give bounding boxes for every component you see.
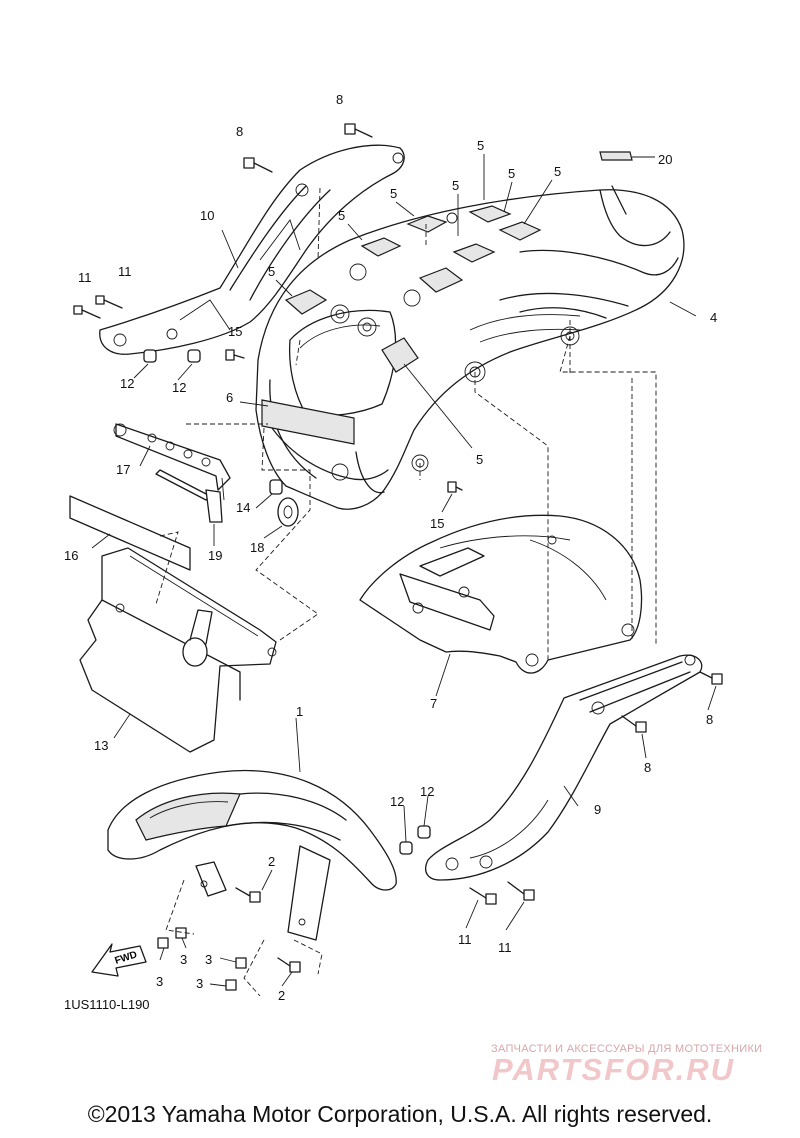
callout-6: 6 <box>226 390 233 405</box>
catalog-code: 1US1110-L190 <box>64 997 150 1012</box>
leader-lines <box>155 187 657 997</box>
callout-3: 3 <box>180 952 187 967</box>
callout-3: 3 <box>156 974 163 989</box>
callout-3: 3 <box>205 952 212 967</box>
front-fender-part-1 <box>107 769 397 891</box>
reflector-part-6 <box>261 399 355 445</box>
cable-tie-part-19 <box>155 469 223 523</box>
callout-13: 13 <box>94 738 108 753</box>
callout-16: 16 <box>64 548 78 563</box>
callout-3: 3 <box>196 976 203 991</box>
callout-11: 11 <box>78 270 92 285</box>
callout-12: 12 <box>420 784 434 799</box>
inner-fender-part-7 <box>359 514 643 674</box>
license-plate-bracket-part-13 <box>79 547 277 753</box>
callout-18: 18 <box>250 540 264 555</box>
forward-direction-arrow-icon: FWD <box>91 943 147 977</box>
callout-5: 5 <box>390 186 397 201</box>
callout-9: 9 <box>594 802 601 817</box>
bolt-part-8-lower <box>621 671 723 733</box>
callout-8: 8 <box>706 712 713 727</box>
callout-5: 5 <box>476 452 483 467</box>
collar-part-12-left <box>143 349 201 363</box>
watermark-logo: PARTSFOR.RU <box>492 1052 736 1087</box>
bolt-part-11-right <box>469 881 535 905</box>
callout-1: 1 <box>296 704 303 719</box>
bolt-part-11-left <box>73 295 123 319</box>
callout-12: 12 <box>172 380 186 395</box>
callout-5: 5 <box>452 178 459 193</box>
rear-fender-part-4 <box>255 185 685 510</box>
callout-5: 5 <box>477 138 484 153</box>
callout-2: 2 <box>278 988 285 1003</box>
nut-part-14 <box>269 479 283 495</box>
callout-numbers: 1 2 2 3 3 3 3 4 5 5 5 5 5 5 5 5 6 7 8 8 … <box>64 92 717 1003</box>
callout-4: 4 <box>710 310 717 325</box>
callout-10: 10 <box>200 208 214 223</box>
fender-stay-brackets <box>195 845 331 941</box>
callout-19: 19 <box>208 548 222 563</box>
callout-8: 8 <box>336 92 343 107</box>
callout-12: 12 <box>390 794 404 809</box>
callout-15: 15 <box>228 324 242 339</box>
callout-5: 5 <box>554 164 561 179</box>
bolt-part-2 <box>235 887 301 973</box>
callout-7: 7 <box>430 696 437 711</box>
callout-11: 11 <box>118 264 132 279</box>
callout-5: 5 <box>338 208 345 223</box>
damper-part-18 <box>277 497 299 527</box>
watermark-tagline: ЗАПЧАСТИ И АКСЕССУАРЫ ДЛЯ МОТОТЕХНИКИ <box>491 1043 763 1055</box>
label-part-20 <box>599 151 633 161</box>
callout-14: 14 <box>236 500 250 515</box>
callout-5: 5 <box>508 166 515 181</box>
callout-leaders <box>91 154 717 987</box>
callout-8: 8 <box>644 760 651 775</box>
license-bracket-part-17 <box>113 423 231 491</box>
callout-20: 20 <box>658 152 672 167</box>
collar-part-12-right <box>399 825 431 855</box>
callout-11: 11 <box>458 932 472 947</box>
callout-2: 2 <box>268 854 275 869</box>
callout-11: 11 <box>498 940 512 955</box>
grab-bar-part-9 <box>425 654 703 881</box>
plate-strip-part-16 <box>69 495 191 571</box>
callout-15: 15 <box>430 516 444 531</box>
callout-8: 8 <box>236 124 243 139</box>
copyright-notice: ©2013 Yamaha Motor Corporation, U.S.A. A… <box>87 1101 713 1127</box>
bolt-part-15 <box>225 349 463 493</box>
callout-17: 17 <box>116 462 130 477</box>
callout-12: 12 <box>120 376 134 391</box>
callout-5: 5 <box>268 264 275 279</box>
bolt-part-8-upper <box>243 123 373 173</box>
